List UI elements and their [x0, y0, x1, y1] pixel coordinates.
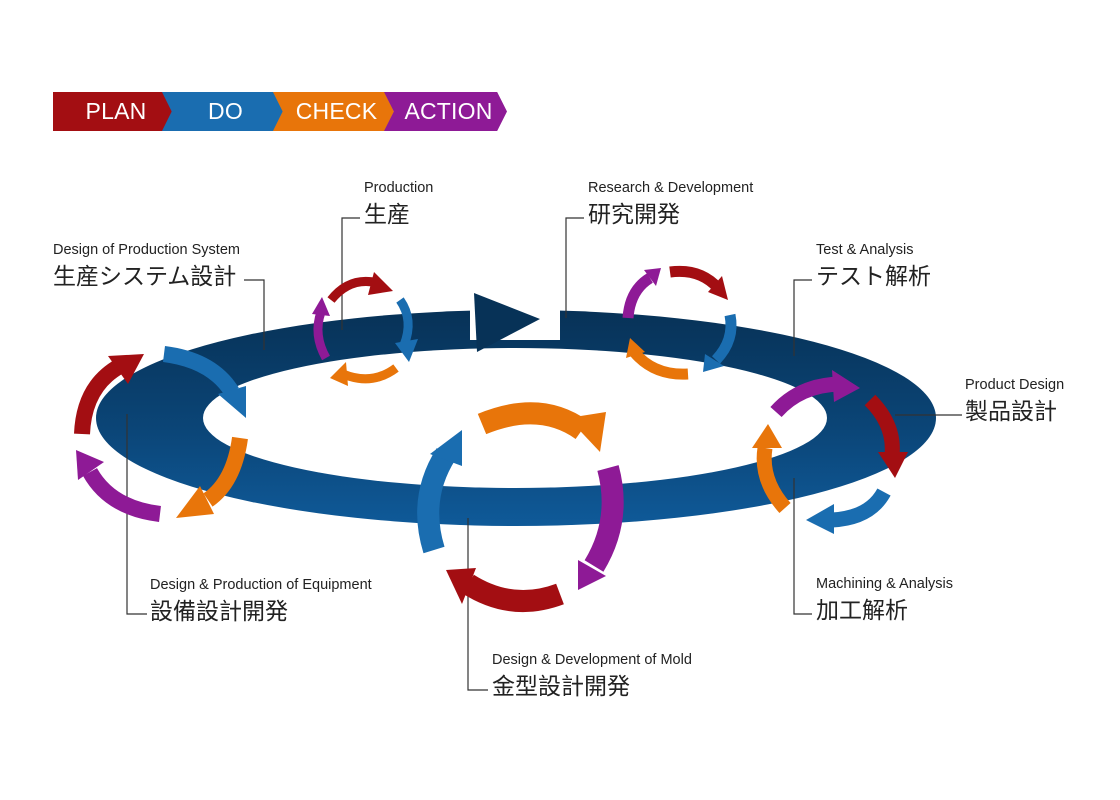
stage-mold: Design & Development of Mold 金型設計開発 [492, 651, 692, 702]
cycle-equipment [74, 346, 248, 522]
leader-production [341, 217, 360, 330]
cycle-production [312, 272, 418, 386]
stage-research-en: Research & Development [588, 180, 754, 196]
leader-machining [793, 478, 812, 615]
stage-research: Research & Development 研究開発 [588, 179, 753, 230]
leader-test [793, 279, 812, 356]
leader-equipment [126, 414, 147, 615]
stage-production-system-en: Design of Production System [53, 242, 240, 258]
pdca-action-step: ACTION [384, 92, 507, 131]
pdca-action-label: ACTION [404, 98, 493, 124]
stage-machining: Machining & Analysis 加工解析 [816, 575, 953, 626]
stage-machining-ja: 加工解析 [816, 598, 908, 624]
stage-production-ja: 生産 [364, 202, 410, 228]
stage-production: Production 生産 [364, 179, 433, 230]
stage-mold-ja: 金型設計開発 [492, 674, 630, 700]
stage-mold-en: Design & Development of Mold [492, 652, 692, 668]
stage-production-en: Production [364, 180, 434, 196]
cycle-research [622, 265, 737, 380]
stage-production-system: Design of Production System 生産システム設計 [53, 241, 240, 292]
leader-research [565, 217, 584, 318]
pdca-check-label: CHECK [295, 98, 378, 124]
cycle-mold [417, 402, 624, 613]
stage-equipment-ja: 設備設計開発 [150, 599, 288, 625]
stage-production-system-ja: 生産システム設計 [53, 264, 237, 290]
leader-production-system [244, 279, 265, 350]
stage-machining-en: Machining & Analysis [816, 576, 954, 592]
pdca-do-step: DO [162, 92, 283, 131]
stage-product-design-ja: 製品設計 [965, 399, 1057, 425]
ring-arrowhead [474, 293, 540, 352]
stage-test-ja: テスト解析 [816, 264, 931, 290]
cycle-product-design [752, 370, 908, 534]
stage-product-design: Product Design 製品設計 [965, 376, 1064, 427]
stage-research-ja: 研究開発 [588, 202, 680, 228]
pdca-plan-label: PLAN [85, 98, 147, 124]
pdca-check-step: CHECK [273, 92, 394, 131]
stage-test-en: Test & Analysis [816, 242, 914, 258]
stage-equipment: Design & Production of Equipment 設備設計開発 [150, 576, 372, 627]
pdca-plan-step: PLAN [53, 92, 173, 131]
stage-product-design-en: Product Design [965, 377, 1065, 393]
pdca-do-label: DO [208, 98, 243, 124]
stage-equipment-en: Design & Production of Equipment [150, 577, 372, 593]
stage-test: Test & Analysis テスト解析 [816, 241, 931, 292]
